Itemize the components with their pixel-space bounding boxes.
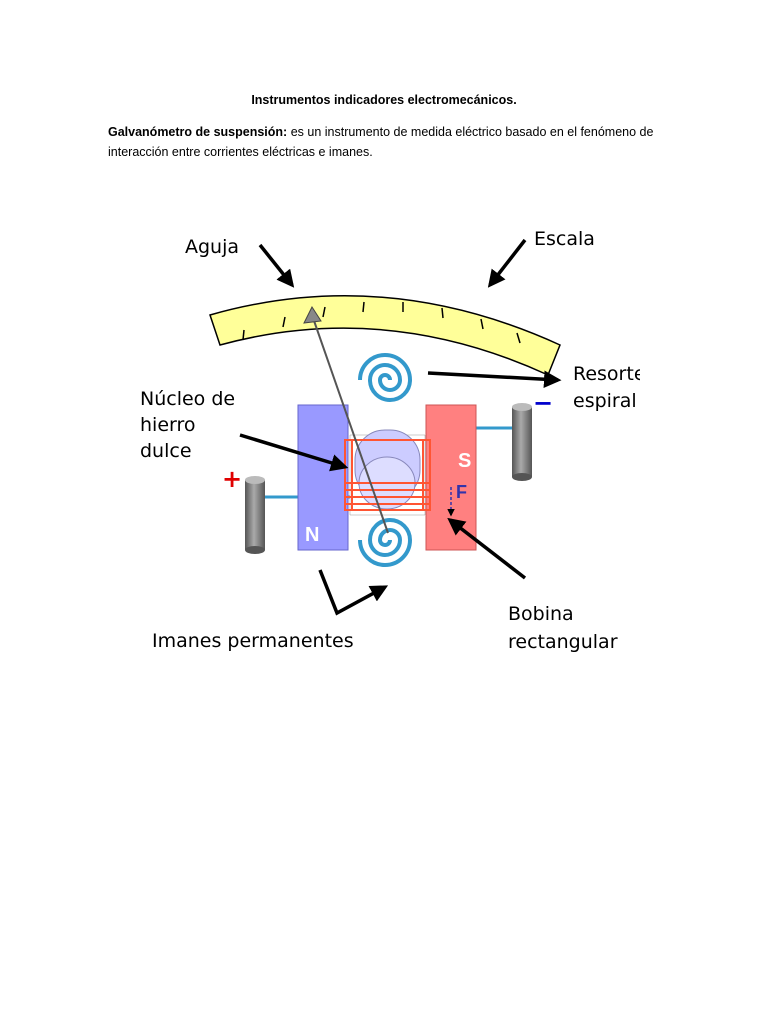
- needle: [311, 314, 389, 534]
- needle-tip: [303, 305, 322, 324]
- label-escala: Escala: [534, 228, 595, 250]
- spiral-spring-bottom: [358, 518, 413, 567]
- galvanometer-diagram: + − N S: [140, 215, 640, 665]
- soft-iron-core: [349, 429, 426, 516]
- north-pole-label: N: [305, 524, 319, 546]
- north-magnet: [297, 404, 349, 551]
- page-title: Instrumentos indicadores electromecánico…: [251, 93, 517, 107]
- label-resorte-2: espiral: [573, 390, 637, 412]
- label-nucleo-2: hierro: [140, 414, 196, 436]
- label-bobina-1: Bobina: [508, 603, 574, 625]
- intro-term: Galvanómetro de suspensión:: [108, 125, 288, 139]
- label-nucleo-1: Núcleo de: [140, 388, 235, 410]
- terminal-right: [512, 403, 532, 481]
- label-nucleo-3: dulce: [140, 440, 192, 462]
- label-imanes: Imanes permanentes: [152, 630, 354, 652]
- south-magnet: [425, 404, 477, 551]
- scale-arc: [209, 295, 561, 377]
- south-pole-label: S: [458, 450, 471, 472]
- negative-sign: −: [533, 389, 553, 417]
- intro-text: es un instrumento de medida eléctrico ba…: [108, 125, 654, 159]
- positive-sign: +: [222, 465, 242, 493]
- scale-ticks: [242, 301, 521, 344]
- spiral-spring-top: [358, 353, 413, 402]
- pointer-arrows: [239, 238, 562, 616]
- label-aguja: Aguja: [185, 236, 239, 258]
- intro-paragraph: Galvanómetro de suspensión: es un instru…: [108, 122, 668, 162]
- force-label: F: [456, 482, 467, 502]
- terminal-left: [245, 476, 265, 554]
- label-bobina-2: rectangular: [508, 631, 618, 653]
- rectangular-coil: [344, 439, 431, 511]
- label-resorte-1: Resorte: [573, 363, 640, 385]
